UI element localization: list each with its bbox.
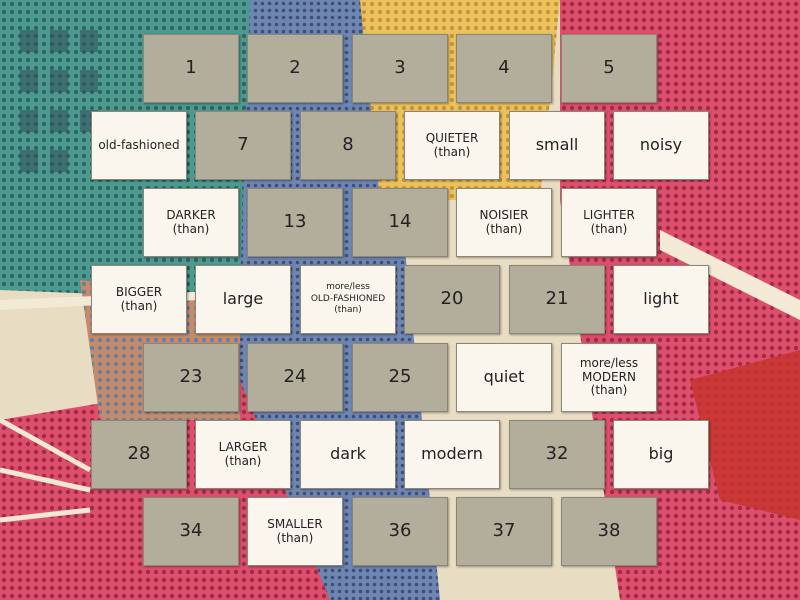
hidden-tile[interactable]: 34 <box>143 497 239 566</box>
tile-label: more/less OLD-FASHIONED (than) <box>310 281 386 316</box>
hidden-tile[interactable]: 28 <box>91 420 187 489</box>
revealed-tile[interactable]: large <box>195 265 291 334</box>
hidden-tile[interactable]: 20 <box>404 265 500 334</box>
tile-label: 28 <box>127 443 151 465</box>
hidden-tile[interactable]: 32 <box>509 420 605 489</box>
tile-label: SMALLER (than) <box>267 516 323 545</box>
tile-label: LARGER (than) <box>218 439 268 468</box>
tile-label: 7 <box>237 134 249 156</box>
hidden-tile[interactable]: 23 <box>143 343 239 412</box>
tile-label: large <box>222 289 264 309</box>
revealed-tile[interactable]: BIGGER (than) <box>91 265 187 334</box>
revealed-tile[interactable]: SMALLER (than) <box>247 497 343 566</box>
tile-label: old-fashioned <box>98 137 180 152</box>
tile-label: 38 <box>597 520 621 542</box>
tile-label: QUIETER (than) <box>425 130 479 159</box>
revealed-tile[interactable]: light <box>613 265 709 334</box>
hidden-tile[interactable]: 7 <box>195 111 291 180</box>
hidden-tile[interactable]: 24 <box>247 343 343 412</box>
tile-label: 34 <box>179 520 203 542</box>
hidden-tile[interactable]: 36 <box>352 497 448 566</box>
tile-label: big <box>648 444 674 464</box>
hidden-tile[interactable]: 14 <box>352 188 448 257</box>
tile-label: 3 <box>394 57 406 79</box>
tile-label: 8 <box>342 134 354 156</box>
hidden-tile[interactable]: 38 <box>561 497 657 566</box>
tile-label: 14 <box>388 211 412 233</box>
tile-label: noisy <box>639 135 683 155</box>
tile-label: small <box>535 135 579 155</box>
hidden-tile[interactable]: 2 <box>247 34 343 103</box>
tile-label: BIGGER (than) <box>115 284 163 313</box>
tile-label: 21 <box>545 288 569 310</box>
tile-label: 2 <box>289 57 301 79</box>
revealed-tile[interactable]: old-fashioned <box>91 111 187 180</box>
revealed-tile[interactable]: NOISIER (than) <box>456 188 552 257</box>
revealed-tile[interactable]: DARKER (than) <box>143 188 239 257</box>
tile-label: 32 <box>545 443 569 465</box>
tile-label: 5 <box>603 57 615 79</box>
hidden-tile[interactable]: 5 <box>561 34 657 103</box>
revealed-tile[interactable]: big <box>613 420 709 489</box>
tile-label: 23 <box>179 366 203 388</box>
hidden-tile[interactable]: 21 <box>509 265 605 334</box>
revealed-tile[interactable]: QUIETER (than) <box>404 111 500 180</box>
revealed-tile[interactable]: LIGHTER (than) <box>561 188 657 257</box>
revealed-tile[interactable]: more/less OLD-FASHIONED (than) <box>300 265 396 334</box>
tile-label: NOISIER (than) <box>479 207 529 236</box>
hidden-tile[interactable]: 1 <box>143 34 239 103</box>
tile-label: 25 <box>388 366 412 388</box>
hidden-tile[interactable]: 25 <box>352 343 448 412</box>
revealed-tile[interactable]: LARGER (than) <box>195 420 291 489</box>
tile-label: 4 <box>498 57 510 79</box>
tile-label: 20 <box>440 288 464 310</box>
revealed-tile[interactable]: quiet <box>456 343 552 412</box>
revealed-tile[interactable]: more/less MODERN (than) <box>561 343 657 412</box>
tile-label: 13 <box>283 211 307 233</box>
tile-label: 24 <box>283 366 307 388</box>
hidden-tile[interactable]: 8 <box>300 111 396 180</box>
revealed-tile[interactable]: dark <box>300 420 396 489</box>
revealed-tile[interactable]: noisy <box>613 111 709 180</box>
revealed-tile[interactable]: modern <box>404 420 500 489</box>
tile-label: light <box>643 289 679 309</box>
revealed-tile[interactable]: small <box>509 111 605 180</box>
tile-label: LIGHTER (than) <box>583 207 635 236</box>
hidden-tile[interactable]: 4 <box>456 34 552 103</box>
tile-label: 36 <box>388 520 412 542</box>
tile-label: modern <box>421 444 483 464</box>
hidden-tile[interactable]: 37 <box>456 497 552 566</box>
tile-label: more/less MODERN (than) <box>579 355 639 398</box>
tile-label: DARKER (than) <box>166 207 216 236</box>
tile-label: dark <box>330 444 366 464</box>
hidden-tile[interactable]: 3 <box>352 34 448 103</box>
tile-label: quiet <box>483 367 525 387</box>
tile-label: 1 <box>185 57 197 79</box>
hidden-tile[interactable]: 13 <box>247 188 343 257</box>
tile-label: 37 <box>492 520 516 542</box>
